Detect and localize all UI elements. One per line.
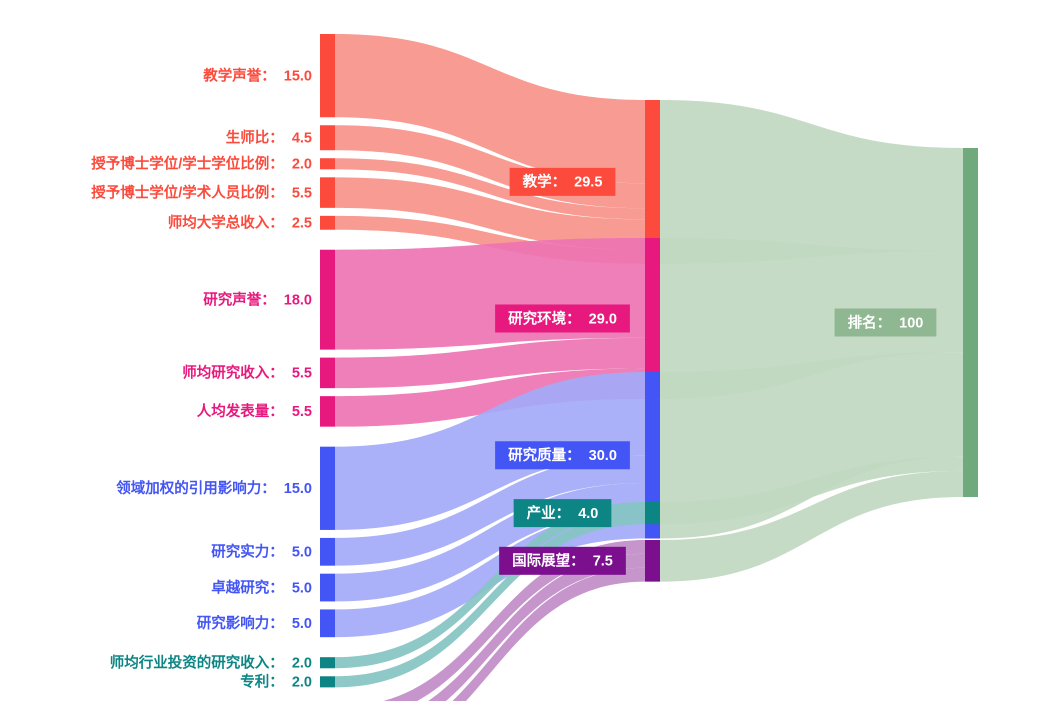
sankey-link-doctorate_bachelor_ratio-to-teaching[interactable] (335, 158, 645, 220)
node-label-box-teaching (509, 167, 616, 196)
sankey-link-industry_income-to-industry[interactable] (335, 502, 645, 669)
node-label-research_excellence: 卓越研究： 5.0 (211, 578, 312, 596)
sankey-link-research_income-to-research_env[interactable] (335, 337, 645, 389)
sankey-link-patents-to-industry[interactable] (335, 513, 645, 688)
sankey-link-research_quality-to-ranking[interactable] (660, 352, 963, 539)
sankey-link-fwci-to-research_quality[interactable] (335, 372, 645, 530)
node-label-doctorate_staff_ratio: 授予博士学位/学术人员比例： 5.5 (91, 183, 312, 201)
node-label-research_env: 研究环境： 29.0 (508, 309, 617, 327)
node-label-research_quality: 研究质量： 30.0 (508, 446, 617, 464)
sankey-node-research_reputation[interactable] (320, 249, 335, 350)
sankey-node-industry[interactable] (645, 502, 660, 525)
sankey-node-patents[interactable] (320, 676, 335, 688)
node-label-ranking: 排名： 100 (848, 313, 924, 331)
sankey-node-ranking[interactable] (963, 148, 978, 497)
node-label-research_influence: 研究影响力： 5.0 (197, 614, 312, 632)
sankey-node-research_quality[interactable] (645, 372, 660, 539)
sankey-link-research_strength-to-research_quality[interactable] (335, 455, 645, 566)
node-label-industry_income: 师均行业投资的研究收入： 2.0 (110, 654, 312, 672)
sankey-link-doctorate_staff_ratio-to-teaching[interactable] (335, 177, 645, 250)
node-label-student_staff_ratio: 生师比： 4.5 (226, 129, 312, 147)
sankey-node-research_influence[interactable] (320, 609, 335, 638)
sankey-node-research_excellence[interactable] (320, 573, 335, 602)
node-label-research_income: 师均研究收入： 5.5 (182, 364, 312, 382)
node-label-box-ranking (834, 308, 937, 337)
node-label-box-research_env (495, 304, 630, 333)
node-label-patents: 专利： 2.0 (240, 673, 312, 691)
sankey-labels-group: 教学声誉： 15.0 生师比： 4.5 授予博士学位/学士学位比例： 2.0 授予博士… (91, 66, 937, 691)
sankey-node-doctorate_staff_ratio[interactable] (320, 177, 335, 208)
sankey-node-teaching[interactable] (645, 100, 660, 264)
node-label-intl_outlook: 国际展望： 7.5 (512, 552, 613, 570)
sankey-link-intl_outlook-to-ranking[interactable] (660, 470, 963, 582)
sankey-link-teaching-to-ranking[interactable] (660, 100, 963, 264)
sankey-nodes-group (320, 34, 978, 688)
sankey-node-teaching_reputation[interactable] (320, 34, 335, 118)
node-label-research_strength: 研究实力： 5.0 (211, 543, 312, 561)
node-label-teaching: 教学： 29.5 (522, 173, 603, 191)
node-label-box-industry (513, 499, 612, 528)
node-label-box-research_quality (495, 441, 630, 470)
sankey-node-industry_income[interactable] (320, 657, 335, 669)
node-label-institutional_income: 师均大学总收入： 2.5 (168, 214, 312, 232)
sankey-link-industry-to-ranking[interactable] (660, 456, 963, 525)
node-label-industry: 产业： 4.0 (527, 504, 599, 522)
sankey-node-doctorate_bachelor_ratio[interactable] (320, 158, 335, 170)
sankey-link-research_env-to-ranking[interactable] (660, 238, 963, 399)
sankey-node-research_env[interactable] (645, 238, 660, 399)
sankey-node-fwci[interactable] (320, 446, 335, 530)
node-label-research_reputation: 研究声誉： 18.0 (203, 291, 312, 309)
sankey-link-research_influence-to-research_quality[interactable] (335, 510, 645, 638)
node-label-fwci: 领域加权的引用影响力： 15.0 (116, 479, 312, 497)
node-label-publications_per_staff: 人均发表量： 5.5 (197, 402, 312, 420)
sankey-node-research_strength[interactable] (320, 537, 335, 566)
sankey-link-research_reputation-to-research_env[interactable] (335, 238, 645, 350)
sankey-link-teaching_reputation-to-teaching[interactable] (335, 34, 645, 184)
sankey-link-intl_coauthor-to-intl_outlook[interactable] (335, 567, 645, 701)
sankey-node-publications_per_staff[interactable] (320, 396, 335, 427)
sankey-node-student_staff_ratio[interactable] (320, 125, 335, 151)
node-label-doctorate_bachelor_ratio: 授予博士学位/学士学位比例： 2.0 (91, 155, 312, 173)
sankey-node-research_income[interactable] (320, 357, 335, 389)
node-label-teaching_reputation: 教学声誉： 15.0 (202, 66, 312, 84)
sankey-node-institutional_income[interactable] (320, 215, 335, 230)
node-label-box-intl_outlook (499, 546, 626, 575)
sankey-node-intl_outlook[interactable] (645, 540, 660, 582)
